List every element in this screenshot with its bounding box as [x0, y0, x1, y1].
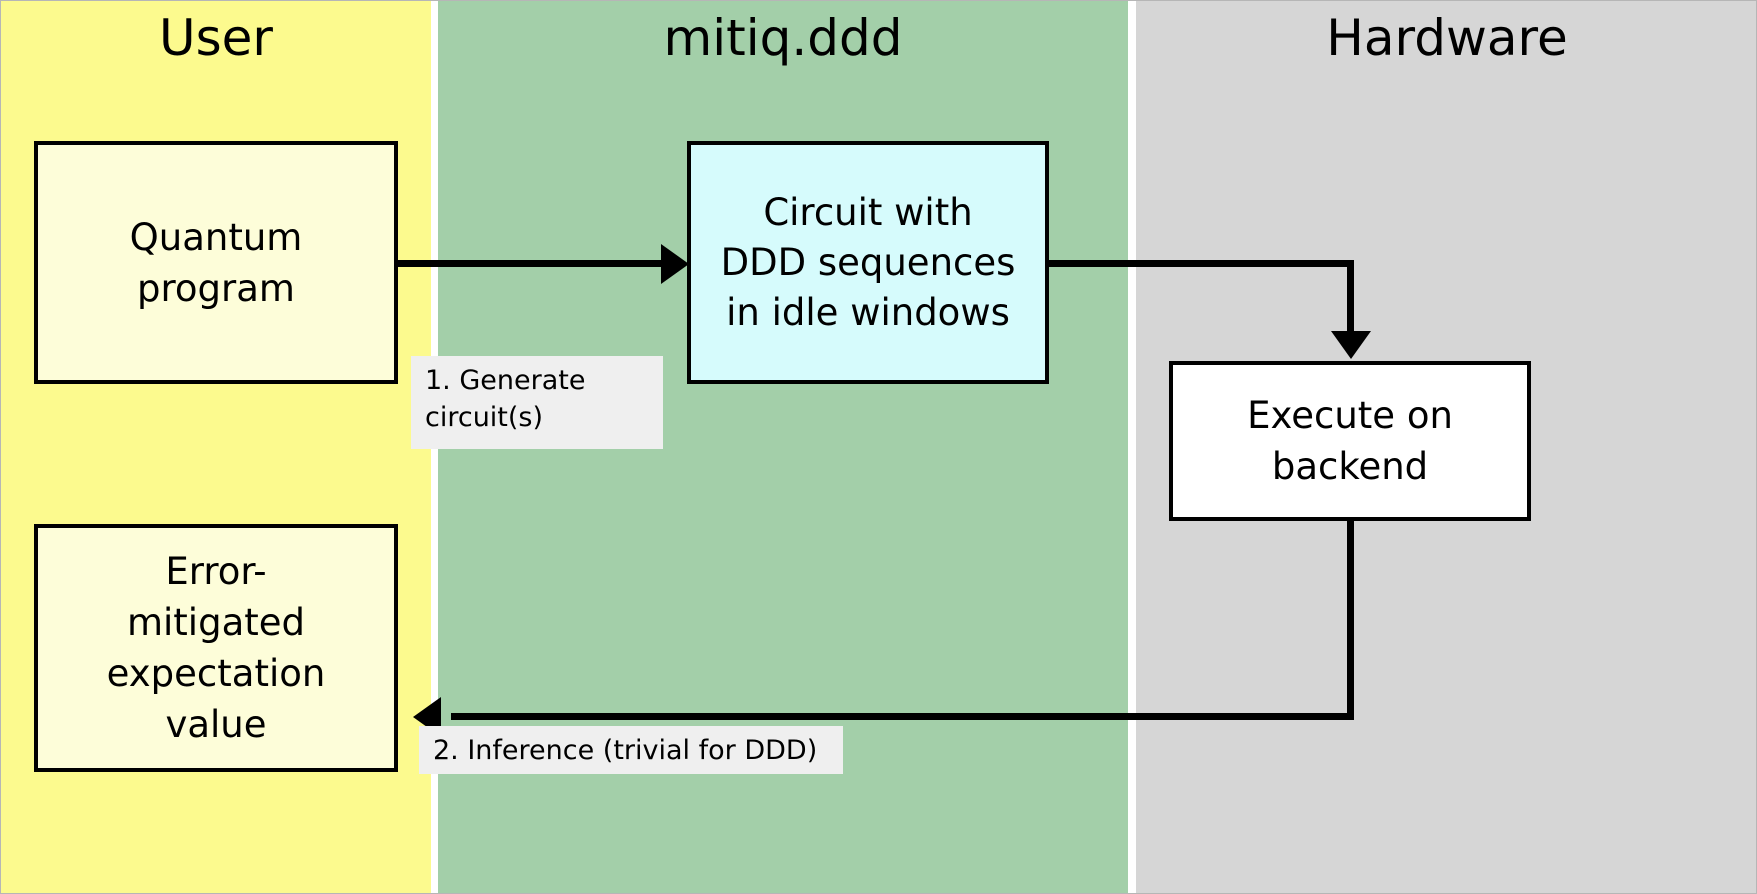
- arrowhead-right-icon: [661, 244, 689, 284]
- node-error-mitigated-expectation-value: Error- mitigated expectation value: [34, 524, 398, 772]
- edge-label-generate-circuits: 1. Generate circuit(s): [411, 356, 663, 449]
- edge-label-inference: 2. Inference (trivial for DDD): [419, 726, 843, 774]
- node-circuit-with-ddd-sequences: Circuit with DDD sequences in idle windo…: [687, 141, 1049, 384]
- edge-execute-to-result-horizontal: [451, 713, 1354, 720]
- edge-circuit-to-execute-horizontal: [1049, 260, 1354, 267]
- node-quantum-program: Quantum program: [34, 141, 398, 384]
- edge-circuit-to-execute-vertical: [1347, 260, 1354, 340]
- edge-program-to-circuit-line: [398, 260, 663, 267]
- edge-execute-to-result-vertical: [1347, 521, 1354, 716]
- swimlane-title-user: User: [159, 9, 273, 67]
- arrowhead-down-icon: [1331, 331, 1371, 359]
- swimlane-title-hardware: Hardware: [1326, 9, 1568, 67]
- swimlane-title-mitiq: mitiq.ddd: [663, 9, 903, 67]
- node-execute-on-backend: Execute on backend: [1169, 361, 1531, 521]
